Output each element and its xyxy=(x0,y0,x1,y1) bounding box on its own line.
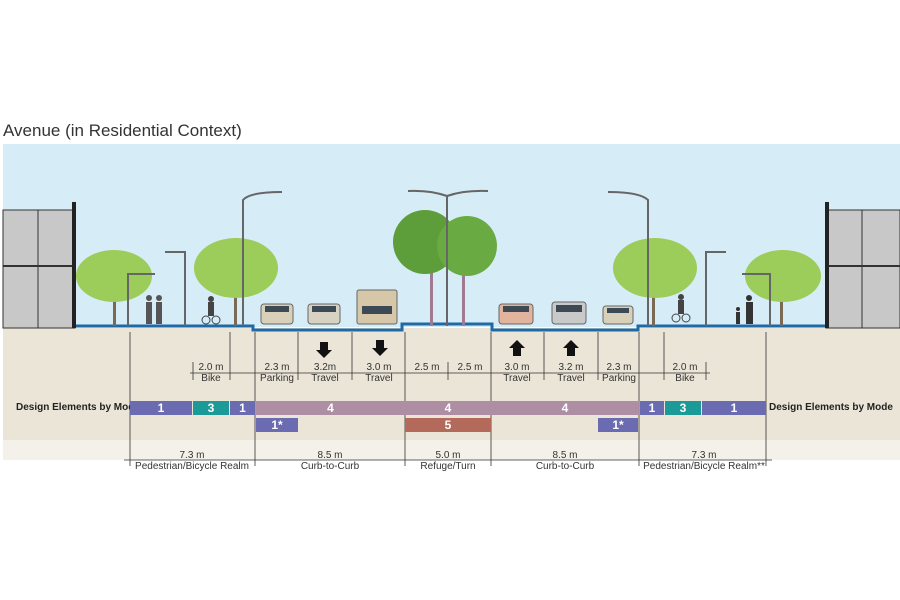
design-elements-label-left: Design Elements by Mode xyxy=(16,402,140,413)
mode-segment-vehicle: 4 xyxy=(405,401,491,415)
arrow-up-icon xyxy=(509,340,525,356)
mode-segment-vehicle: 4 xyxy=(491,401,639,415)
tree-icon xyxy=(745,250,821,326)
mode-segment-pedestrian: 1 xyxy=(640,401,664,415)
car-icon xyxy=(602,305,634,325)
truck-icon xyxy=(356,289,398,325)
car-icon xyxy=(307,303,341,325)
cyclist-icon xyxy=(671,294,691,323)
mode-segment-refuge: 5 xyxy=(405,418,491,432)
reference-lines xyxy=(129,332,767,466)
right-building-icon xyxy=(825,202,900,329)
mode-segment-transit: 3 xyxy=(665,401,701,415)
mode-segment-pedestrian: 1 xyxy=(702,401,766,415)
mode-segment-pedestrian-secondary: 1* xyxy=(598,418,638,432)
arrow-down-icon xyxy=(372,340,388,356)
lane-dim-refuge-right: 2.5 m xyxy=(457,362,483,373)
mode-segment-pedestrian: 1 xyxy=(230,401,255,415)
mode-segment-pedestrian-secondary: 1* xyxy=(256,418,298,432)
arrow-down-icon xyxy=(316,342,332,358)
left-building-icon xyxy=(2,202,76,329)
pedestrian-icon xyxy=(146,295,162,324)
tree-icon xyxy=(437,216,497,326)
car-icon xyxy=(260,303,294,325)
lane-dim-refuge-left: 2.5 m xyxy=(414,362,440,373)
arrow-up-icon xyxy=(563,340,579,356)
mode-segment-pedestrian: 1 xyxy=(130,401,192,415)
tree-icon xyxy=(76,250,152,326)
mode-segment-transit: 3 xyxy=(193,401,229,415)
tree-icon xyxy=(194,238,278,326)
mode-segment-vehicle: 4 xyxy=(256,401,405,415)
street-light-icon xyxy=(127,189,771,326)
diagram-title: Avenue (in Residential Context) xyxy=(3,121,242,140)
car-icon xyxy=(551,301,587,325)
design-elements-label-right: Design Elements by Mode xyxy=(769,402,893,413)
pedestrian-icon xyxy=(736,295,753,324)
car-icon xyxy=(498,303,534,325)
cyclist-icon xyxy=(201,296,221,325)
tree-icon xyxy=(613,238,697,326)
ground xyxy=(3,328,900,460)
